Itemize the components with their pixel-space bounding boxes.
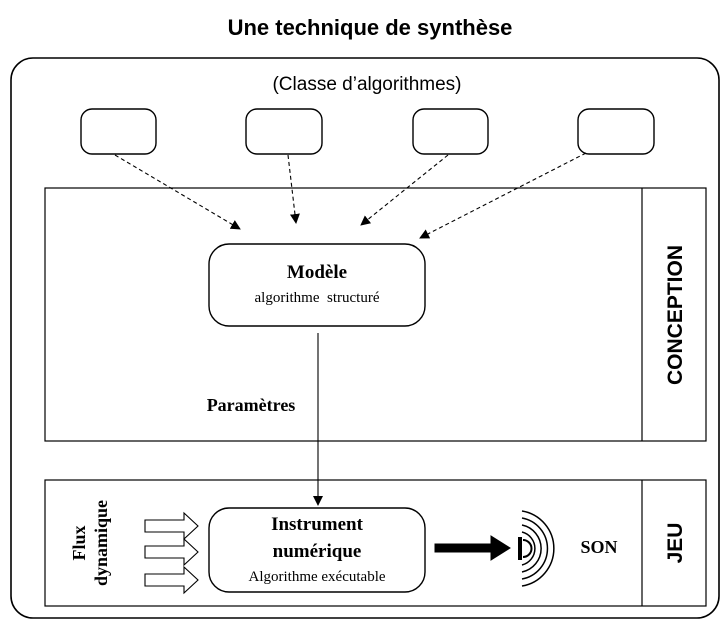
algorithm-box-2 xyxy=(245,108,323,155)
dashed-arrow-2 xyxy=(287,154,300,224)
flux-arrow-1 xyxy=(144,511,199,541)
algorithm-box-3 xyxy=(412,108,489,155)
diagram-title: Une technique de synthèse xyxy=(228,15,513,40)
flux-arrow-2 xyxy=(144,537,199,567)
instrument-line1: Instrument xyxy=(271,514,364,535)
jeu-section xyxy=(44,479,707,607)
jeu-side-label: JEU xyxy=(664,523,687,564)
conception-side-label: CONCEPTION xyxy=(664,245,687,385)
algorithm-box-1 xyxy=(80,108,157,155)
model-title: Modèle xyxy=(287,262,347,283)
outer-frame xyxy=(10,57,720,619)
dashed-arrow-1 xyxy=(114,154,241,230)
instrument-line2: numérique xyxy=(273,541,362,562)
model-subtitle: algorithme structuré xyxy=(255,290,380,306)
parameters-label: Paramètres xyxy=(207,395,296,415)
algorithm-class-label: (Classe d’algorithmes) xyxy=(272,74,461,95)
output-arrow xyxy=(434,535,511,561)
instrument-line3: Algorithme exécutable xyxy=(248,569,385,585)
conception-section xyxy=(44,187,707,442)
flux-label-line1: Flux xyxy=(69,525,89,560)
flux-label-line2: dynamique xyxy=(91,500,111,586)
dashed-arrow-4 xyxy=(419,152,587,239)
flux-arrow-3 xyxy=(144,565,199,595)
dashed-arrow-3 xyxy=(360,154,449,226)
algorithm-box-4 xyxy=(577,108,655,155)
sound-label: SON xyxy=(580,537,617,557)
instrument-box xyxy=(208,507,426,593)
speaker-icon xyxy=(518,510,555,587)
model-box xyxy=(208,243,426,327)
